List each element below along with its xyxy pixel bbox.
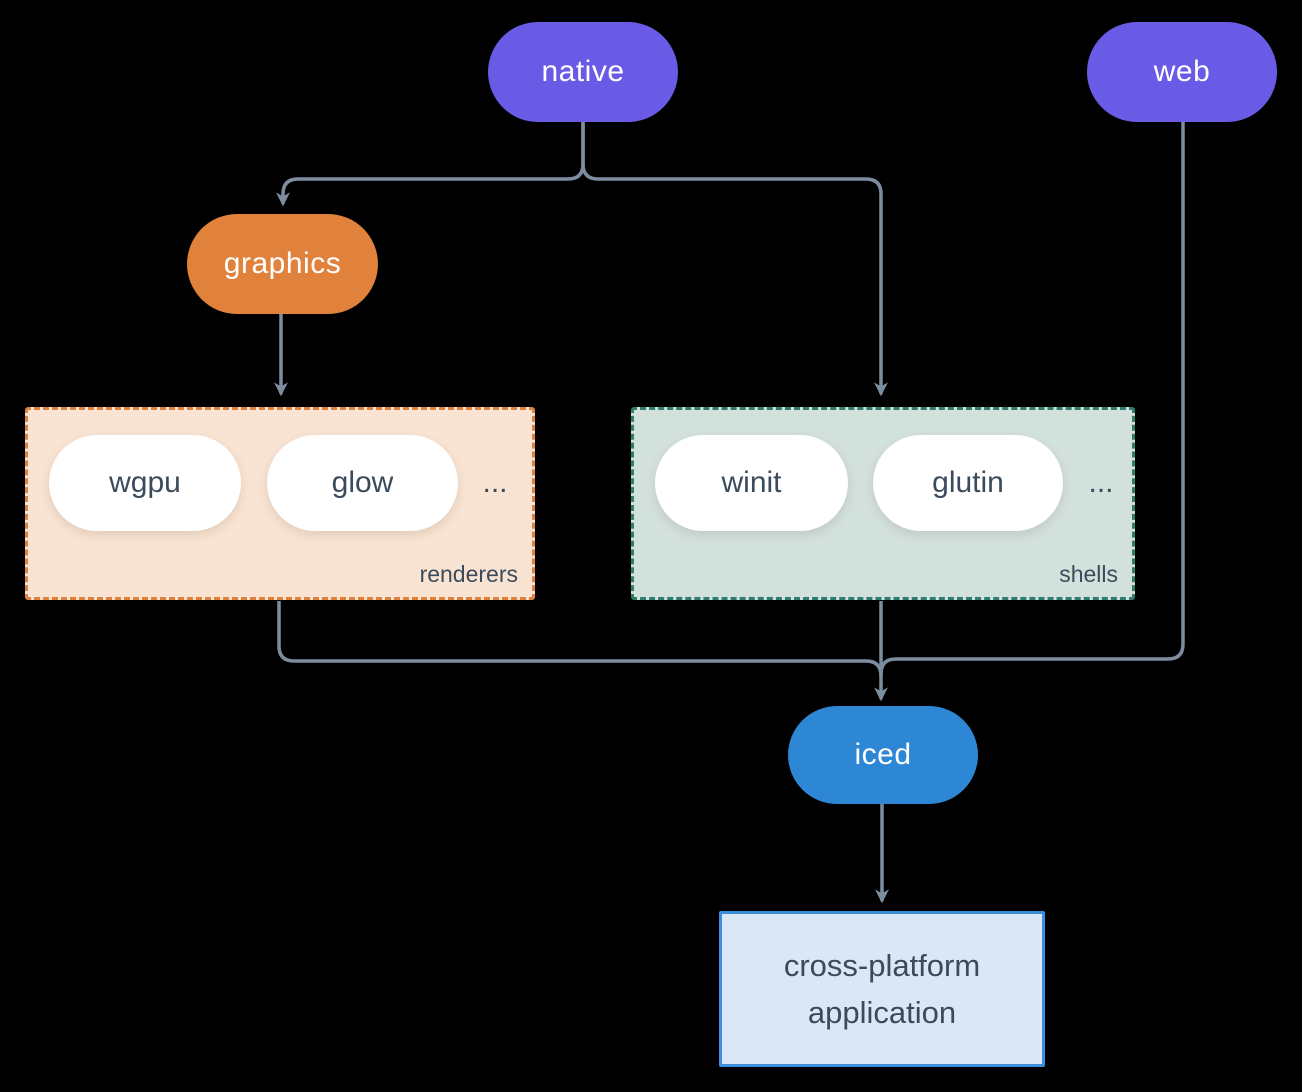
node-native: native [488,22,678,122]
group-renderers: wgpu glow ... renderers [25,407,535,600]
shells-group-label: shells [1059,561,1118,587]
shells-ellipsis: ... [1088,466,1114,499]
node-iced: iced [788,706,978,804]
node-wgpu-label: wgpu [109,466,181,499]
node-native-label: native [541,55,625,88]
node-graphics: graphics [187,214,378,314]
node-web: web [1087,22,1277,122]
node-glow-label: glow [331,466,394,499]
node-winit-label: winit [721,466,782,499]
node-app-label: cross-platform application [783,948,981,1030]
node-iced-label: iced [854,738,912,771]
node-cross-platform-application: cross-platform application [719,911,1045,1067]
node-glow: glow [267,435,458,531]
edge-native-shells [581,122,888,397]
edge-native-graphics [276,122,585,207]
renderers-ellipsis: ... [482,466,508,499]
node-winit: winit [655,435,848,531]
group-shells: winit glutin ... shells [631,407,1135,600]
node-glutin: glutin [873,435,1063,531]
edge-renderers-junction [277,601,883,677]
renderers-group-label: renderers [419,561,518,587]
node-wgpu: wgpu [49,435,241,531]
node-web-label: web [1153,55,1211,88]
node-glutin-label: glutin [932,466,1004,499]
node-graphics-label: graphics [223,247,342,280]
